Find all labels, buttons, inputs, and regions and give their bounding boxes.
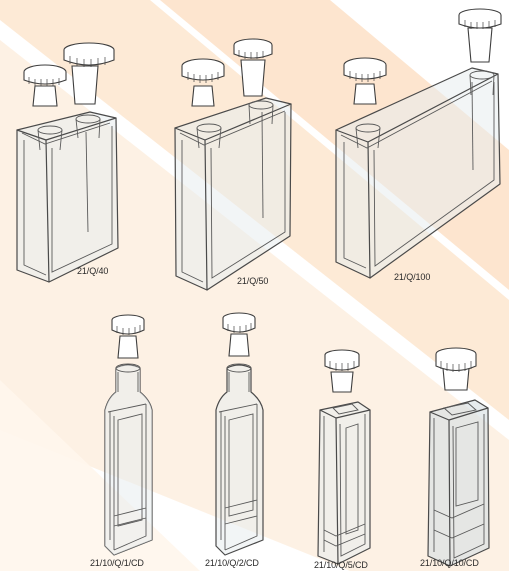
stopper-icon	[63, 42, 115, 105]
model-label-21-q-50: 21/Q/50	[237, 276, 269, 286]
cuvette-21-q-50	[174, 38, 292, 291]
model-label-21-10-q-1-cd: 21/10/Q/1/CD	[90, 558, 144, 568]
model-label-21-q-40: 21/Q/40	[77, 266, 109, 276]
stopper-icon	[233, 38, 273, 97]
model-label-21-q-100: 21/Q/100	[394, 272, 431, 282]
model-label-21-10-q-10-cd: 21/10/Q/10/CD	[420, 558, 479, 568]
stopper-icon	[458, 8, 502, 63]
knurled-cap-icon	[324, 349, 360, 393]
cuvette-21-10-q-2-cd	[215, 312, 264, 556]
knurled-cap-icon	[222, 312, 256, 357]
model-label-21-10-q-2-cd: 21/10/Q/2/CD	[205, 558, 259, 568]
knurled-cap-icon	[343, 57, 387, 105]
cuvette-21-q-100	[335, 8, 502, 279]
cuvette-21-q-40	[16, 42, 119, 283]
knurled-cap-icon	[111, 314, 145, 359]
knurled-cap-icon	[181, 58, 225, 107]
knurled-cap-icon	[435, 347, 477, 391]
cuvette-21-10-q-1-cd	[104, 314, 153, 556]
cuvette-21-10-q-5-cd	[317, 349, 371, 565]
knurled-cap-icon	[23, 64, 67, 107]
model-label-21-10-q-5-cd: 21/10/Q/5/CD	[314, 560, 368, 570]
cuvette-21-10-q-10-cd	[427, 347, 490, 567]
